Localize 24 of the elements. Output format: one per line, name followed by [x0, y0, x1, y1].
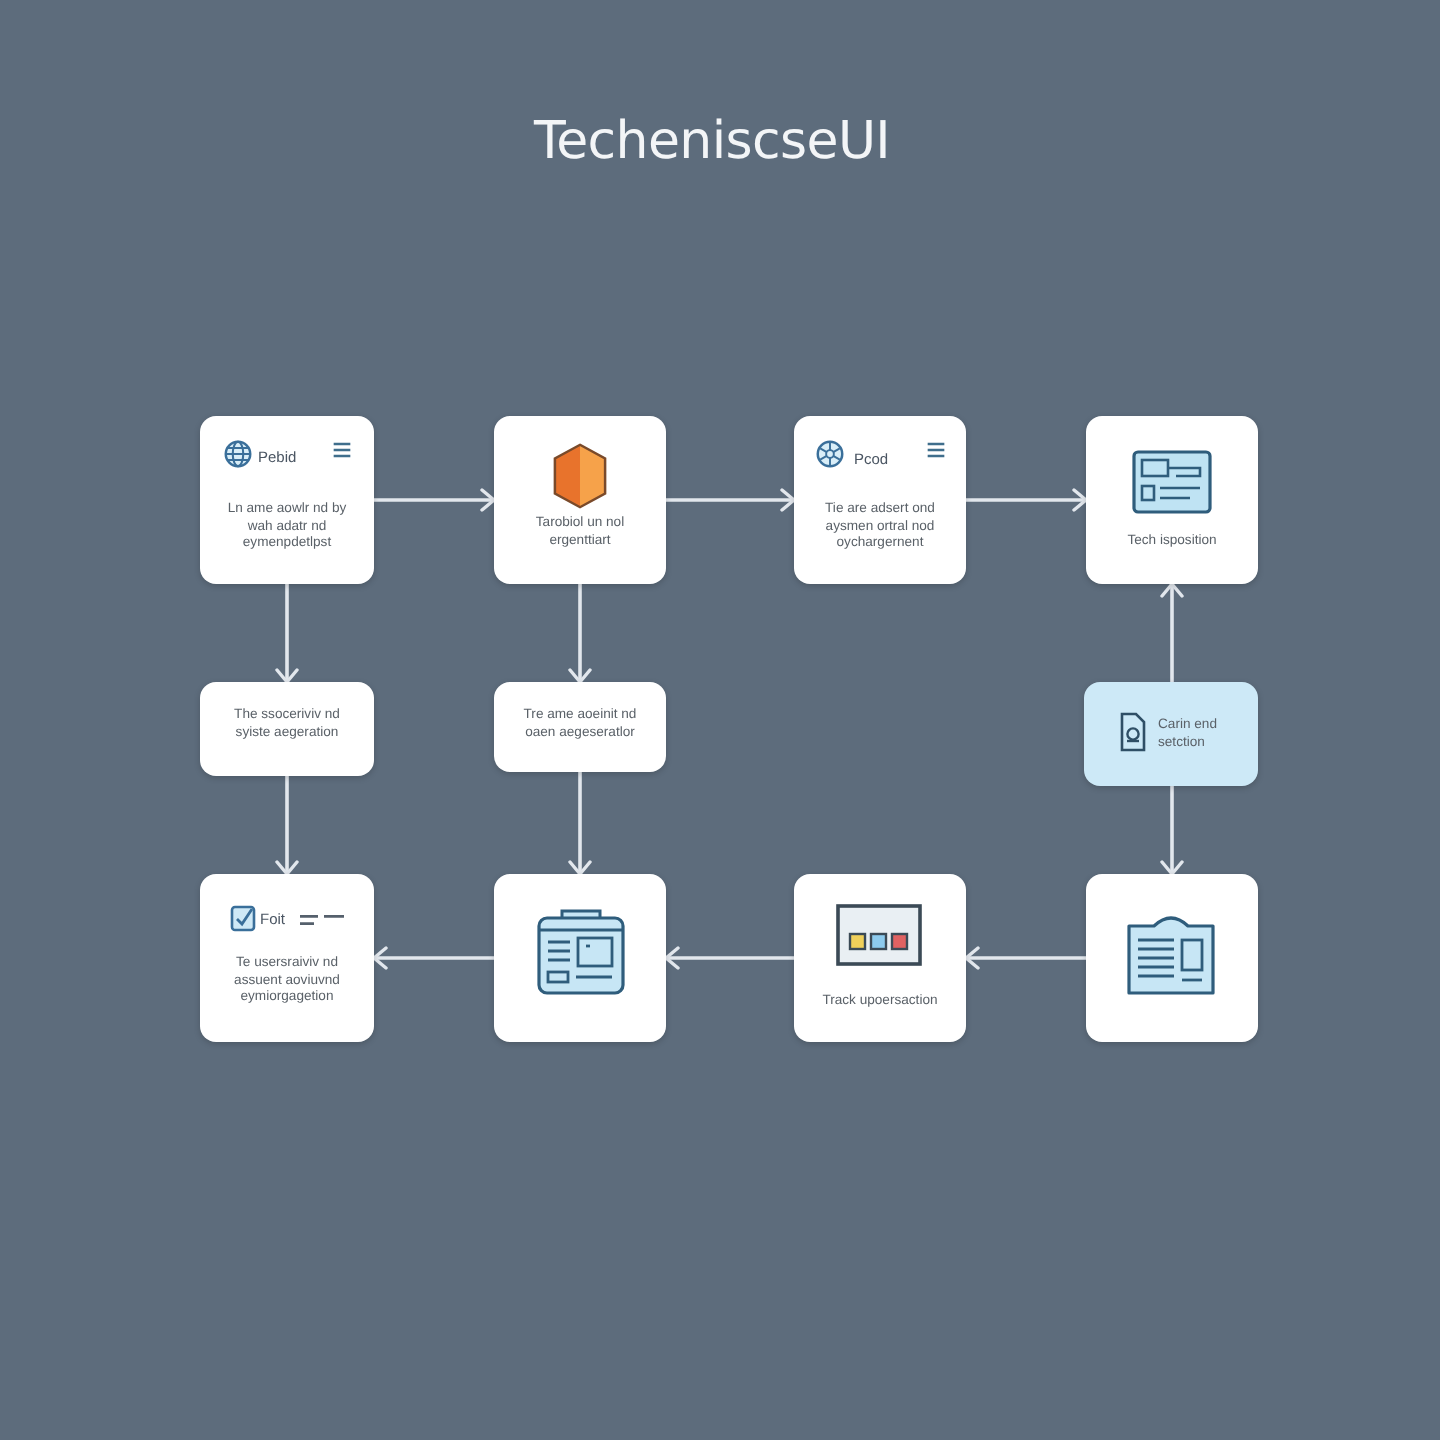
process-card: [794, 874, 966, 1042]
arrow: [568, 772, 592, 876]
arrow: [374, 488, 496, 512]
process-card: [1086, 416, 1258, 584]
diagram-title: TecheniscseUI: [533, 112, 891, 172]
process-card: [200, 682, 374, 776]
arrow: [1160, 582, 1184, 682]
arrow: [568, 584, 592, 684]
arrow: [275, 584, 299, 684]
icon-card: [494, 874, 666, 1042]
process-card: [794, 416, 966, 584]
arrow: [275, 776, 299, 876]
arrow: [1160, 786, 1184, 876]
arrow: [372, 946, 494, 970]
process-card: [494, 416, 666, 584]
arrow: [964, 946, 1086, 970]
icon-card: [1086, 874, 1258, 1042]
process-card: [200, 874, 374, 1042]
process-card: [200, 416, 374, 584]
arrow: [666, 488, 796, 512]
process-card: [494, 682, 666, 772]
arrow: [664, 946, 794, 970]
arrow: [966, 488, 1088, 512]
process-card: [1084, 682, 1258, 786]
